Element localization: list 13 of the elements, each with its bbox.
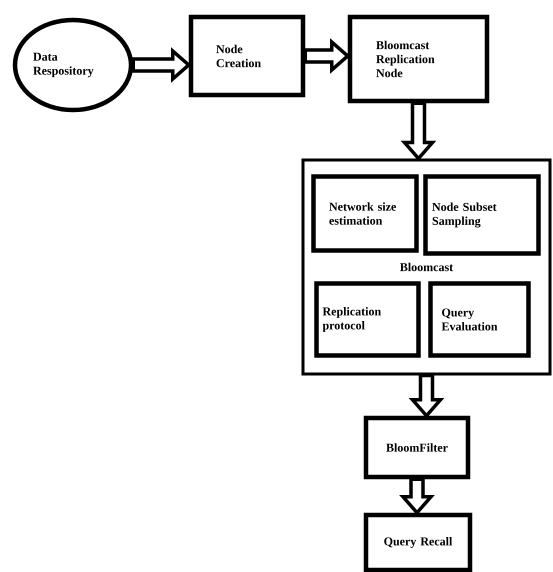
process-box: Query Evaluation — [428, 281, 531, 358]
block-arrow — [399, 478, 435, 516]
process-box: Node Creation — [188, 14, 306, 98]
block-arrow — [400, 102, 436, 162]
process-box: Query Recall — [364, 512, 472, 572]
process-box: Bloomcast Replication Node — [348, 14, 490, 104]
process-box: BloomFilter — [364, 416, 470, 480]
process-box: Network size estimation — [311, 174, 419, 253]
process-box: Replication protocol — [314, 281, 421, 358]
block-arrow — [304, 38, 350, 74]
block-arrow — [132, 47, 192, 83]
process-box: Node Subset Sampling — [423, 174, 541, 256]
block-arrow — [408, 374, 444, 418]
